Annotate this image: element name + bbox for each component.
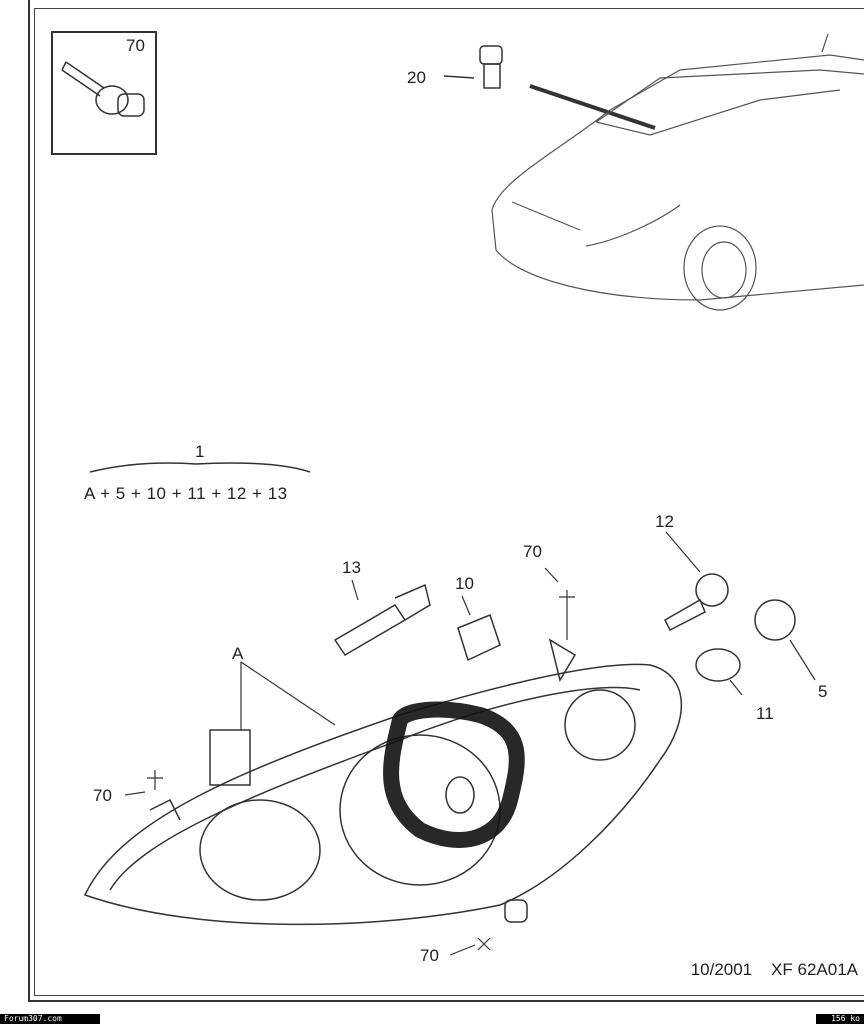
callout-12: 12: [655, 512, 674, 531]
drawing-code: XF 62A01A: [771, 960, 858, 979]
watermark-site: Forum307.com: [0, 1014, 100, 1024]
inner-frame: [34, 8, 864, 996]
callout-10: 10: [455, 574, 474, 593]
leader-lines: [124, 531, 816, 956]
drawing-date: 10/2001: [690, 960, 753, 979]
outer-frame: [28, 0, 864, 1002]
bulbs: [333, 573, 796, 682]
assembly-formula: A + 5 + 10 + 11 + 12 + 13: [84, 484, 288, 503]
callout-A: A: [232, 644, 244, 663]
callout-20: 20: [407, 68, 426, 87]
callout-13: 13: [342, 558, 361, 577]
bulb-20: [443, 45, 656, 130]
callout-5: 5: [818, 682, 828, 701]
callout-70-left: 70: [93, 786, 112, 805]
car-illustration: [491, 33, 864, 311]
callout-70-top: 70: [523, 542, 542, 561]
callout-11: 11: [756, 704, 774, 723]
assembly-bracket: [89, 462, 311, 473]
callout-1: 1: [195, 442, 205, 461]
watermark-size: 156 ko: [816, 1014, 864, 1024]
drawing-reference: 10/2001 XF 62A01A: [691, 960, 858, 980]
callout-70-screw: 70: [126, 36, 145, 55]
callout-70-bottom: 70: [420, 946, 439, 965]
screw-box: [51, 31, 157, 155]
headlight-assembly: [83, 663, 682, 926]
